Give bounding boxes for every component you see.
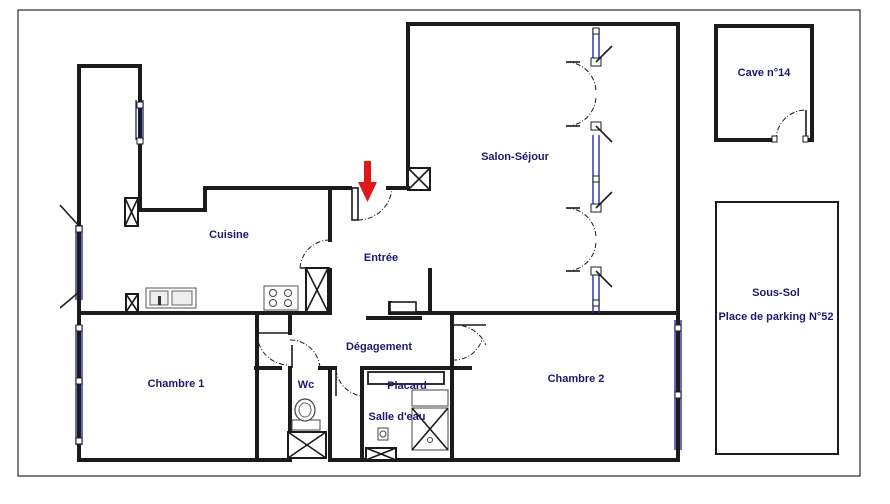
bathroom-fixtures (365, 389, 449, 461)
label-chambre1: Chambre 1 (148, 378, 205, 390)
label-cuisine: Cuisine (209, 229, 249, 241)
label-chambre2: Chambre 2 (548, 373, 605, 385)
page-frame (17, 9, 861, 477)
entrance-arrow-icon (358, 161, 377, 202)
entree-cabinet (388, 301, 432, 315)
cave-outline (714, 24, 814, 144)
label-degagement: Dégagement (346, 341, 412, 353)
label-wc: Wc (298, 379, 315, 391)
kitchen-fixtures (145, 285, 299, 311)
wc-fixture (291, 398, 321, 431)
left-window-sashes (59, 204, 80, 309)
label-cave: Cave n°14 (738, 67, 792, 79)
ducts (124, 167, 431, 459)
kitchen-door (299, 239, 331, 269)
label-salle-eau: Salle d'eau (368, 411, 425, 423)
salon-french-doors (565, 45, 613, 288)
degagement-doors (256, 324, 487, 397)
apartment-walls (77, 22, 680, 462)
windows (75, 27, 682, 450)
label-entree: Entrée (364, 252, 398, 264)
label-parking: Place de parking N°52 (718, 311, 833, 323)
entrance-door (351, 186, 410, 221)
label-placard: Placard (387, 380, 427, 392)
sous-sol-outline (715, 201, 839, 455)
label-salon: Salon-Séjour (481, 151, 550, 163)
label-sous-sol: Sous-Sol (752, 287, 800, 299)
